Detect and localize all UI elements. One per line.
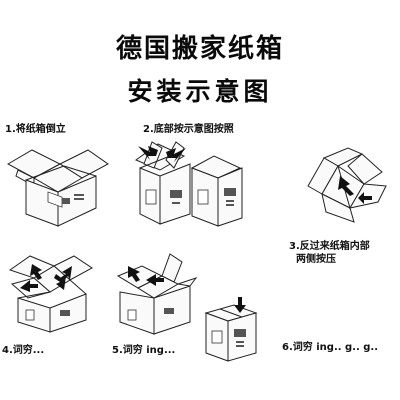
arrow-icon bbox=[128, 266, 140, 282]
arrow-icon bbox=[54, 274, 66, 290]
arrow-icon bbox=[358, 192, 372, 204]
box-pair-icon bbox=[134, 141, 243, 227]
page-subtitle: 安装示意图 bbox=[127, 77, 273, 106]
step-4-label: 4.词穷... bbox=[2, 345, 45, 356]
arrow-icon bbox=[234, 297, 246, 313]
arrow-icon bbox=[20, 280, 38, 292]
page-title: 德国搬家纸箱 bbox=[115, 34, 284, 64]
arrow-icon bbox=[30, 264, 42, 280]
box-bottom-flaps-icon bbox=[307, 147, 387, 223]
arrow-icon bbox=[338, 176, 354, 196]
arrow-icon bbox=[166, 148, 186, 162]
closed-box-icon bbox=[204, 297, 258, 362]
box-fold-icon bbox=[116, 253, 198, 335]
step-1-label: 1.将纸箱倒立 bbox=[5, 124, 66, 135]
box-flaps-open-icon bbox=[6, 149, 109, 227]
box-flaps-arrows-icon bbox=[8, 255, 93, 333]
step-2-label: 2.底部按示意图按照 bbox=[143, 124, 234, 135]
arrow-icon bbox=[146, 274, 164, 286]
step-5-label: 5.词穷 ing... bbox=[112, 345, 176, 356]
arrow-icon bbox=[138, 146, 158, 160]
arrow-icon bbox=[60, 266, 72, 282]
step-3-label: 3.反过来纸箱内部 两侧按压 bbox=[289, 241, 370, 265]
step-6-label: 6.词穷 ing.. g.. g.. bbox=[282, 342, 379, 353]
